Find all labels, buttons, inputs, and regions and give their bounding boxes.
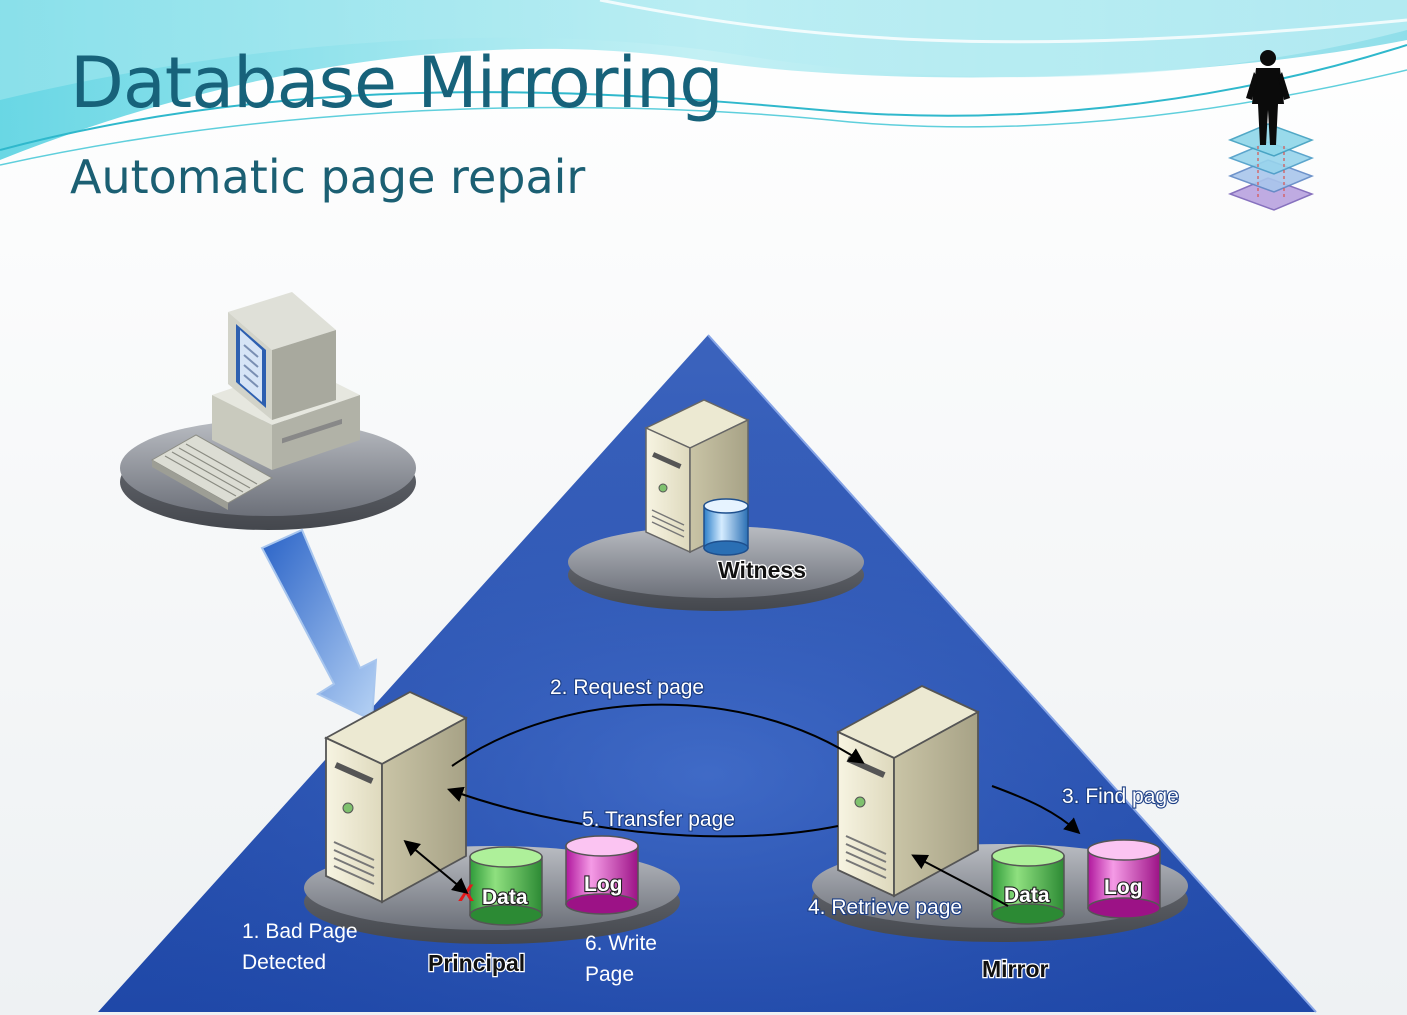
mirror-data-cylinder: Data: [991, 845, 1065, 925]
principal-log-cylinder: Log: [565, 835, 639, 915]
principal-data-label: Data: [482, 886, 528, 909]
principal-log-label: Log: [584, 873, 622, 896]
step3-label: 3. Find page: [1062, 785, 1179, 808]
flow-arrows: [403, 703, 1081, 907]
client-workstation: [120, 292, 416, 530]
step6-label-line2: Page: [585, 963, 634, 986]
witness-database-cylinder: [703, 498, 749, 556]
slide-title: Database Mirroring: [70, 42, 724, 124]
header-wave-light: [0, 0, 1407, 100]
mirror-label: Mirror: [982, 956, 1049, 982]
witness-disc: [568, 526, 864, 611]
write-page-arrow: [403, 839, 469, 895]
transfer-page-arrow: [446, 786, 839, 838]
person-on-layers-icon: [1227, 50, 1315, 211]
slide-subtitle: Automatic page repair: [70, 150, 586, 204]
step2-label: 2. Request page: [550, 676, 704, 699]
computer-icon: [150, 292, 360, 510]
witness-label: Witness: [718, 557, 806, 583]
bad-page-error-mark: X: [458, 880, 474, 907]
step5-label: 5. Transfer page: [582, 808, 735, 831]
mirror-data-label: Data: [1004, 884, 1050, 907]
retrieve-page-arrow: [911, 854, 1009, 907]
principal-data-cylinder: Data: [469, 846, 543, 926]
step1-label-line1: 1. Bad Page: [242, 920, 358, 943]
principal-label: Principal: [428, 950, 525, 976]
find-page-arrow: [991, 785, 1081, 835]
mirror-log-label: Log: [1104, 876, 1142, 899]
mirror-server-icon: [836, 684, 980, 898]
mirror-node: Data Log Mirror: [812, 684, 1188, 983]
request-page-arrow: [451, 703, 865, 767]
step4-label: 4. Retrieve page: [808, 896, 962, 919]
principal-node: Data X Log Principal: [304, 690, 680, 977]
client-to-principal-arrow: [260, 528, 378, 722]
step1-label-line2: Detected: [242, 951, 326, 974]
witness-node: Witness: [568, 399, 864, 611]
step6-label-line1: 6. Write: [585, 932, 657, 955]
mirror-log-cylinder: Log: [1087, 839, 1161, 919]
